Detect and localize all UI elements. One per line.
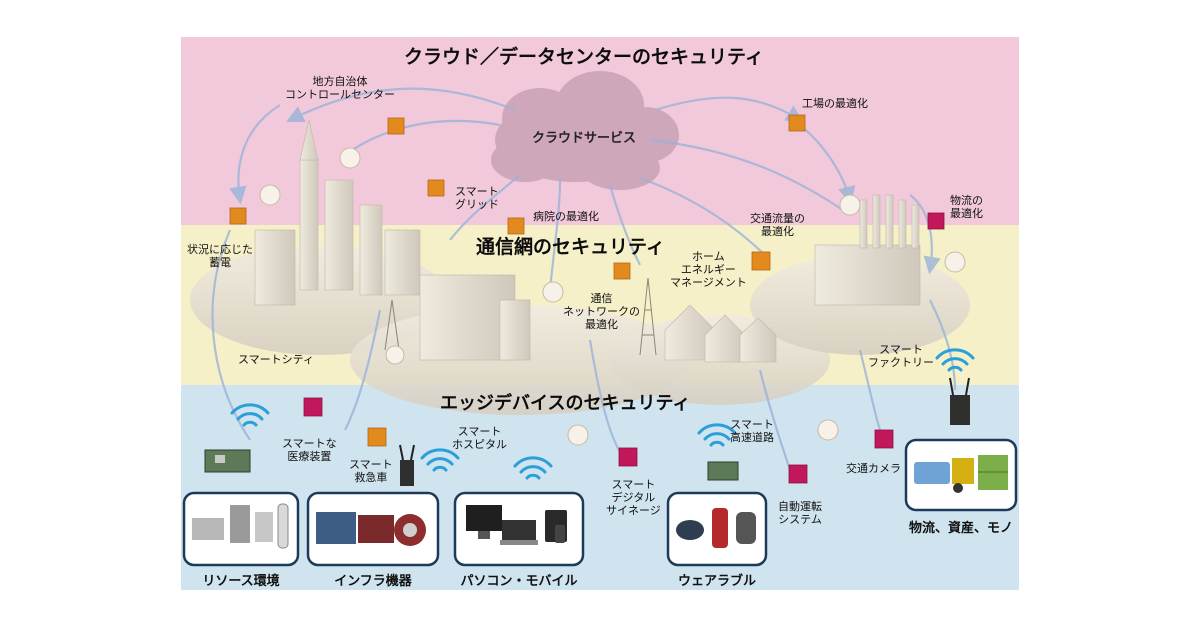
sensor-rings (259, 147, 966, 446)
label-smart-factory: スマート ファクトリー (868, 343, 934, 369)
label-factory-opt: 工場の最適化 (802, 97, 868, 110)
wifi-symbols (230, 348, 975, 480)
label-smart-highway: スマート 高速道路 (730, 418, 774, 444)
cloud-layer-title: クラウド／データセンターのセキュリティ (404, 46, 764, 68)
label-traffic-camera: 交通カメラ (846, 462, 901, 475)
edge-layer-title: エッジデバイスのセキュリティ (440, 393, 691, 414)
pc-mobile-items (466, 505, 567, 545)
red-node-cubes (303, 212, 945, 484)
category-logistics: 物流、資産、モノ (908, 521, 1013, 536)
factory (814, 194, 921, 306)
label-ambulance: スマート 救急車 (349, 458, 393, 484)
category-wearable: ウェアラブル (677, 574, 756, 589)
label-local-gov: 地方自治体 コントロールセンター (285, 75, 395, 101)
edge-devices (204, 377, 970, 486)
network-layer-title: 通信網のセキュリティ (476, 236, 665, 258)
infra-items (316, 512, 426, 546)
label-home-energy: ホーム エネルギー マネージメント (670, 250, 747, 289)
label-medical-device: スマートな 医療装置 (282, 437, 337, 463)
label-traffic-opt: 交通流量の 最適化 (750, 212, 805, 238)
label-hospital-opt: 病院の最適化 (533, 210, 599, 223)
label-smart-grid: スマート グリッド (455, 185, 499, 211)
label-storage: 状況に応じた 蓄電 (187, 243, 253, 269)
label-logistics-opt: 物流の 最適化 (950, 194, 983, 220)
cloud-service-label: クラウドサービス (532, 131, 637, 146)
label-autonomous: 自動運転 システム (778, 500, 822, 526)
logistics-items (914, 455, 1008, 493)
label-network-opt: 通信 ネットワークの 最適化 (563, 292, 640, 331)
connection-arrows (211, 87, 957, 471)
label-digital-signage: スマート デジタル サイネージ (606, 478, 661, 517)
smart-city-buildings (254, 119, 531, 361)
label-smart-hospital: スマート ホスピタル (452, 425, 507, 451)
houses (664, 304, 777, 363)
resources-items (192, 503, 289, 549)
cloud-shape (491, 71, 679, 190)
label-smart-city: スマートシティ (238, 353, 315, 366)
wearable-items (676, 508, 756, 548)
orange-node-cubes (229, 114, 806, 447)
category-infra: インフラ機器 (334, 574, 412, 589)
category-pc-mobile: パソコン・モバイル (460, 574, 578, 589)
category-resources: リソース環境 (202, 574, 280, 589)
antenna-towers (384, 277, 657, 356)
